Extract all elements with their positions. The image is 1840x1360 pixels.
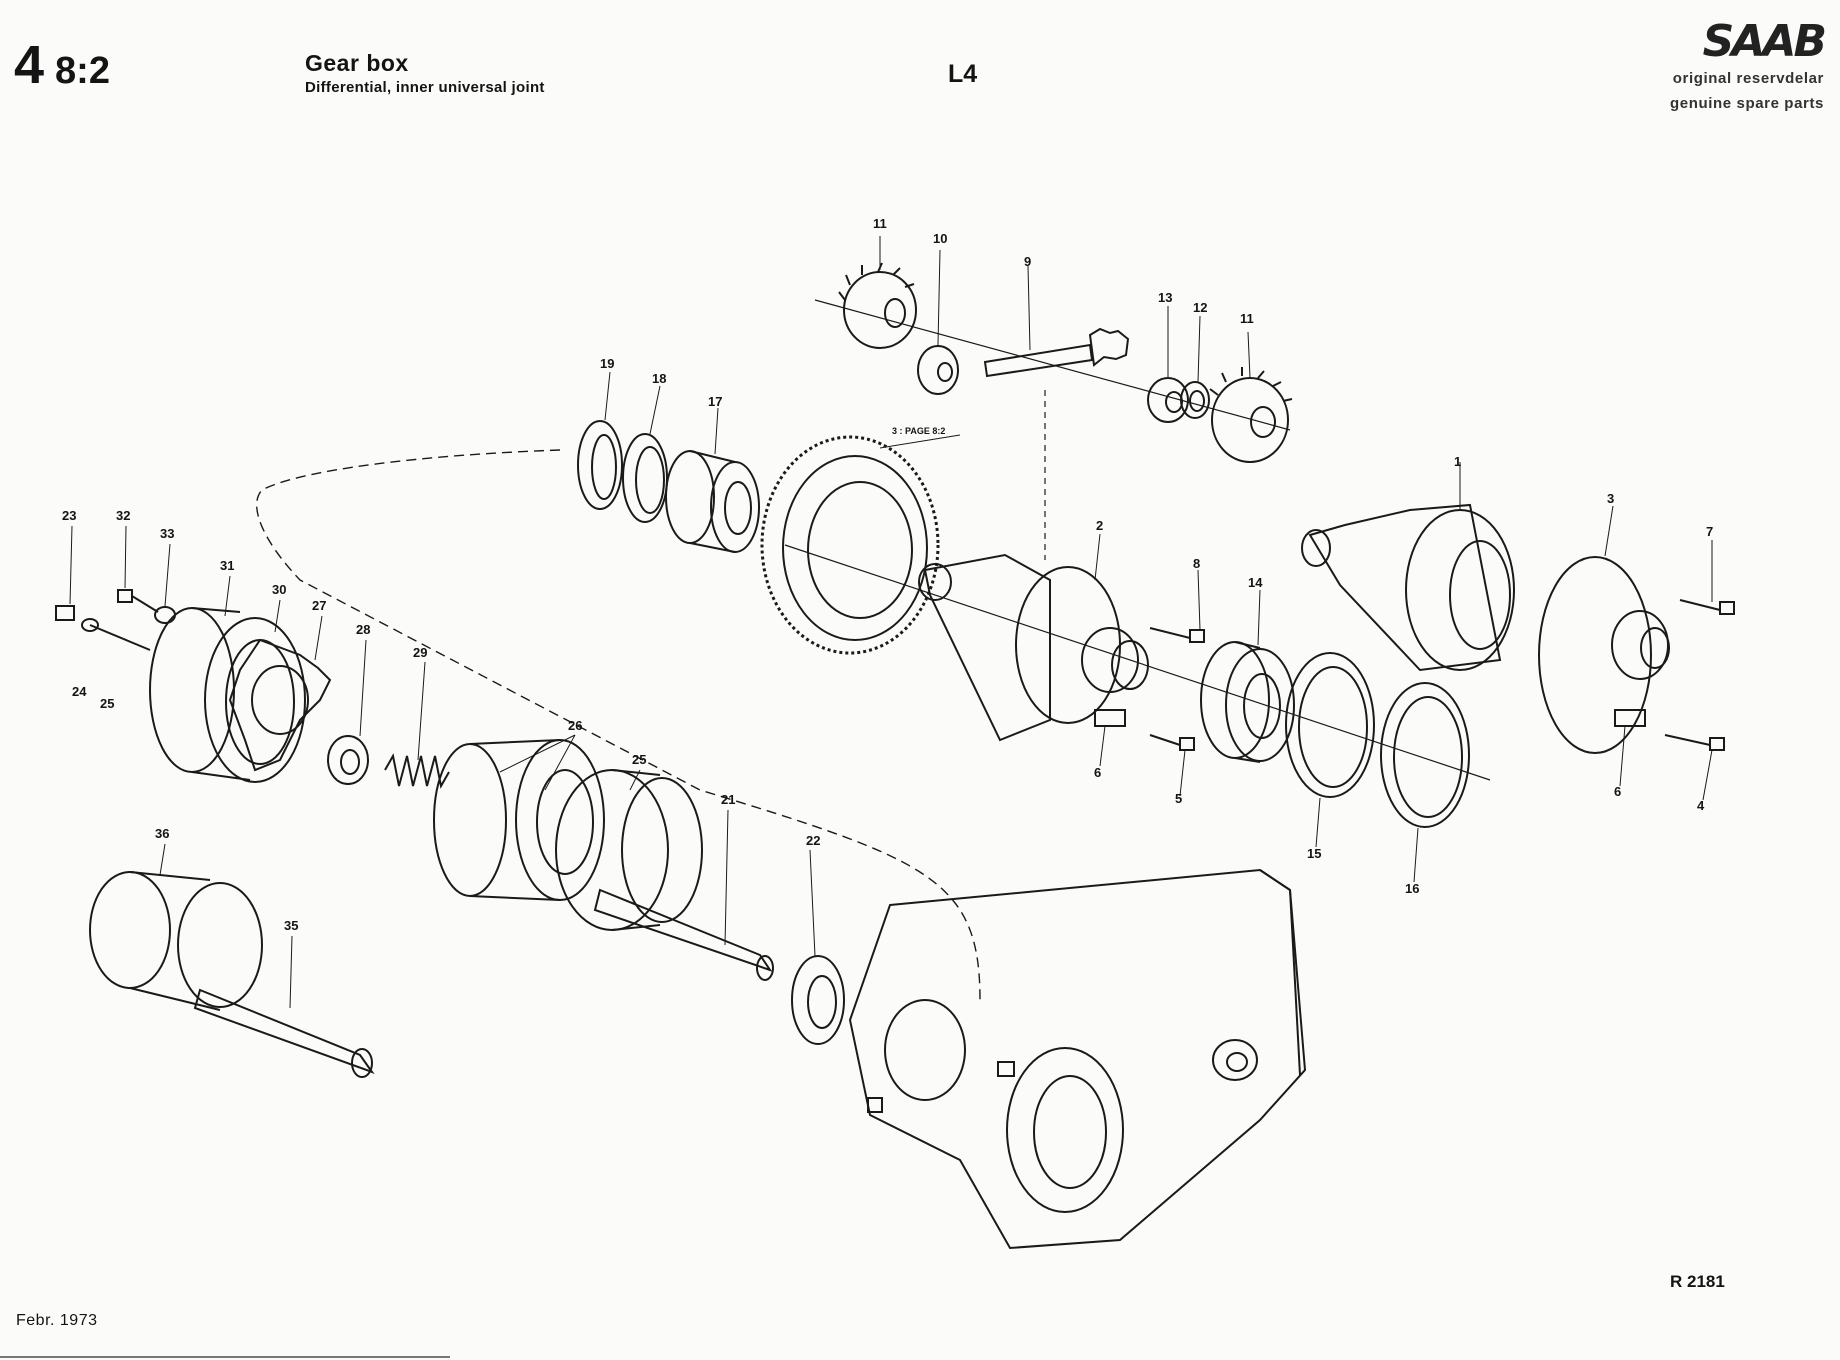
brand-tagline-english: genuine spare parts bbox=[1670, 95, 1824, 112]
callout-14: 14 bbox=[1248, 575, 1263, 590]
callout-33: 32 bbox=[116, 508, 130, 523]
pinion-gear-10 bbox=[917, 345, 959, 395]
section-number: 4 8:2 bbox=[14, 34, 110, 96]
callout-28: 27 bbox=[312, 598, 326, 613]
differential-housing-1 bbox=[1301, 503, 1515, 672]
bolt-23-24-25 bbox=[55, 605, 151, 651]
callout-6-right: 6 bbox=[1614, 784, 1621, 799]
tripod-housing-27 bbox=[433, 739, 605, 901]
page-title-block: Gear box Differential, inner universal j… bbox=[305, 50, 545, 96]
callout-7: 7 bbox=[1706, 524, 1713, 539]
page-title: Gear box bbox=[305, 50, 409, 76]
callout-21: 21 bbox=[721, 792, 735, 807]
model-code: L4 bbox=[948, 60, 978, 88]
callout-11-left: 11 bbox=[873, 216, 887, 231]
ring-gear bbox=[760, 435, 940, 655]
flange-3 bbox=[1538, 556, 1670, 754]
bearing-14 bbox=[1200, 641, 1295, 763]
callout-4: 4 bbox=[1697, 798, 1705, 813]
lock-plate-6-right bbox=[1614, 709, 1646, 727]
bottom-rule bbox=[0, 1356, 450, 1358]
spacer-18 bbox=[622, 433, 668, 523]
callout-numbers: 11 10 9 13 12 11 19 18 17 1 2 3 7 8 14 6… bbox=[62, 216, 1713, 933]
callout-1: 1 bbox=[1454, 454, 1461, 469]
callout-3: 3 bbox=[1607, 491, 1614, 506]
cover-plate-26 bbox=[555, 769, 703, 931]
bolt-4 bbox=[1664, 734, 1725, 751]
cross-reference-note: 3 : PAGE 8:2 bbox=[892, 426, 945, 436]
callout-15: 15 bbox=[1307, 846, 1321, 861]
drive-shaft-21 bbox=[593, 888, 774, 981]
drawing-reference: R 2181 bbox=[1670, 1272, 1725, 1291]
callout-25: 25 bbox=[100, 696, 114, 711]
callout-leader-lines bbox=[69, 236, 1713, 1009]
bolt-5 bbox=[1149, 734, 1195, 751]
bolt-33-nut-34 bbox=[117, 589, 176, 624]
callout-29: 28 bbox=[356, 622, 370, 637]
callout-5: 5 bbox=[1175, 791, 1182, 806]
lock-plate-6-left bbox=[1094, 709, 1126, 727]
callout-8: 8 bbox=[1193, 556, 1200, 571]
callout-16: 16 bbox=[1405, 881, 1419, 896]
spider-28 bbox=[228, 638, 332, 772]
callout-30: 29 bbox=[413, 645, 427, 660]
shim-16 bbox=[1380, 682, 1470, 828]
callout-36: 36 bbox=[155, 826, 169, 841]
callout-18: 18 bbox=[652, 371, 666, 386]
oil-seal-22 bbox=[791, 955, 845, 1045]
differential-gear-11-left bbox=[838, 262, 917, 349]
washer-19 bbox=[577, 420, 623, 510]
washer-12 bbox=[1180, 381, 1210, 419]
callout-24: 24 bbox=[72, 684, 87, 699]
callout-26: 25 bbox=[632, 752, 646, 767]
callout-12: 12 bbox=[1193, 300, 1207, 315]
section-page-number: 8:2 bbox=[55, 50, 110, 92]
callout-17: 17 bbox=[708, 394, 722, 409]
callout-2: 2 bbox=[1096, 518, 1103, 533]
brand-logo: SAAB bbox=[1702, 16, 1827, 67]
gearbox-casing bbox=[848, 868, 1307, 1250]
callout-9: 9 bbox=[1024, 254, 1031, 269]
callout-6-left: 6 bbox=[1094, 765, 1101, 780]
callout-23: 23 bbox=[62, 508, 76, 523]
stub-shaft-35 bbox=[193, 988, 375, 1078]
callout-19: 19 bbox=[600, 356, 614, 371]
bolt-7 bbox=[1679, 599, 1735, 615]
callout-22: 22 bbox=[806, 833, 820, 848]
section-number-main: 4 bbox=[14, 35, 44, 95]
shim-15 bbox=[1285, 652, 1375, 798]
assembly-dashed-line bbox=[256, 449, 981, 1001]
thrust-ring-29 bbox=[327, 735, 369, 785]
cup-36 bbox=[89, 871, 263, 1011]
callout-13: 13 bbox=[1158, 290, 1172, 305]
brand-block: SAAB original reservdelar genuine spare … bbox=[1584, 16, 1827, 113]
callout-27: 26 bbox=[568, 718, 582, 733]
pinion-shaft-9 bbox=[983, 327, 1130, 378]
callout-35: 35 bbox=[284, 918, 298, 933]
callout-34: 33 bbox=[160, 526, 174, 541]
bearing-17 bbox=[665, 450, 760, 553]
bolt-8 bbox=[1149, 627, 1205, 643]
callout-32: 31 bbox=[220, 558, 234, 573]
axis-line-upper bbox=[814, 299, 1291, 431]
publication-date: Febr. 1973 bbox=[16, 1312, 98, 1329]
differential-gear-11-right bbox=[1209, 367, 1293, 463]
spring-30 bbox=[384, 753, 450, 789]
page-subtitle: Differential, inner universal joint bbox=[305, 79, 545, 96]
brand-tagline-swedish: original reservdelar bbox=[1672, 70, 1824, 87]
differential-housing-2 bbox=[918, 553, 1149, 742]
callout-31: 30 bbox=[272, 582, 286, 597]
callout-10: 10 bbox=[933, 231, 947, 246]
callout-11-right: 11 bbox=[1240, 311, 1254, 326]
